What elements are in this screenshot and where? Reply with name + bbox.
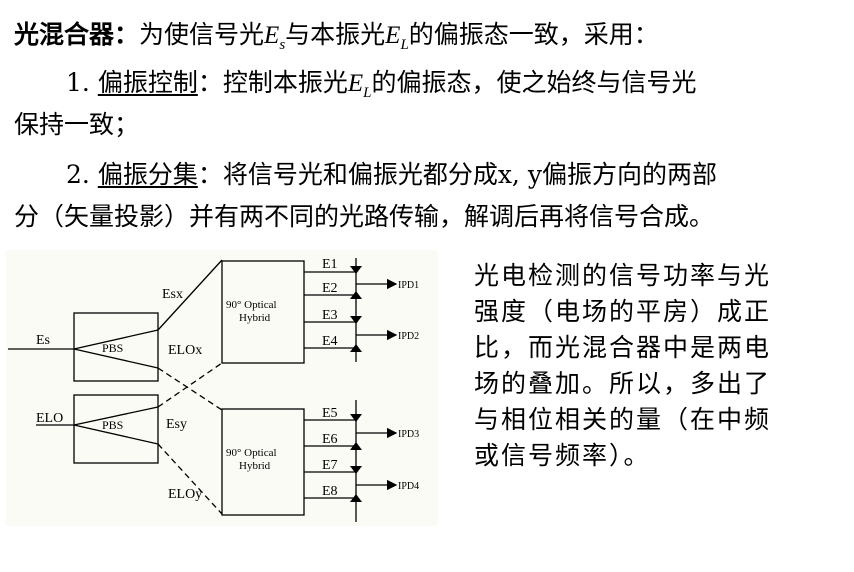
hybrid2-line2: Hybrid — [239, 460, 271, 472]
label-e8: E8 — [322, 484, 338, 499]
item1-text-2: 的偏振态，使之始终与信号光 — [371, 68, 697, 97]
item2-number: 2. — [66, 160, 90, 189]
item1-term: 偏振控制 — [97, 68, 198, 97]
label-ipd2: IPD2 — [398, 331, 419, 342]
item2-text: ：将信号光和偏振光都分成x, y偏振方向的两部 — [197, 160, 717, 189]
elox-path — [157, 362, 223, 408]
side-line: 或信号频率）。 — [474, 441, 651, 470]
label-es: Es — [36, 333, 50, 348]
label-ipd1: IPD1 — [398, 280, 419, 291]
side-line: 光电检测的信号功率与光 — [474, 261, 772, 290]
optical-hybrid-diagram: Es ELO PBS PBS Esx ELOx Esy ELOy 90° Opt… — [6, 250, 438, 526]
label-elo: ELO — [36, 411, 63, 426]
label-e2: E2 — [322, 281, 338, 296]
hybrid1-line2: Hybrid — [239, 312, 271, 324]
label-e7: E7 — [322, 458, 338, 473]
item1-number: 1. — [66, 68, 90, 97]
heading-title: 光混合器： — [14, 20, 140, 49]
label-ipd3: IPD3 — [398, 429, 419, 440]
heading-text-2: 与本振光 — [285, 20, 386, 49]
label-e1: E1 — [322, 257, 338, 272]
label-esx: Esx — [162, 287, 183, 302]
var-es: Es — [264, 22, 286, 53]
item2-term: 偏振分集 — [97, 160, 198, 189]
side-line: 比，而光混合器中是两电 — [474, 333, 772, 362]
label-e5: E5 — [322, 406, 338, 421]
esx-path — [157, 259, 223, 331]
label-esy: Esy — [166, 417, 187, 432]
hybrid1-line1: 90° Optical — [226, 299, 277, 311]
side-line: 与相位相关的量（在中频 — [474, 405, 772, 434]
photodiode-icons — [350, 266, 362, 502]
side-line: 场的叠加。所以，多出了 — [474, 369, 772, 398]
var-el-2: EL — [347, 70, 372, 101]
label-pbs-1: PBS — [102, 341, 123, 355]
label-e4: E4 — [322, 334, 338, 349]
item2-line: 2. 偏振分集：将信号光和偏振光都分成x, y偏振方向的两部 — [66, 158, 717, 192]
label-ipd4: IPD4 — [398, 481, 419, 492]
item1-text: ：控制本振光 — [197, 68, 348, 97]
side-line: 强度（电场的平房）成正 — [474, 297, 772, 326]
hybrid-box-2 — [221, 408, 305, 516]
item1-line: 1. 偏振控制：控制本振光EL的偏振态，使之始终与信号光 — [66, 66, 696, 110]
hybrid-box-1 — [221, 260, 305, 364]
var-el: EL — [385, 22, 409, 53]
item2-continuation: 分（矢量投影）并有两不同的光路传输，解调后再将信号合成。 — [14, 202, 715, 231]
label-e3: E3 — [322, 308, 338, 323]
item1-continuation: 保持一致； — [14, 110, 140, 139]
pbs-box-1 — [73, 312, 159, 382]
label-eloy: ELOy — [168, 487, 202, 502]
label-elox: ELOx — [168, 343, 202, 358]
eloy-path — [157, 443, 223, 515]
heading-text-1: 为使信号光 — [139, 20, 265, 49]
diagram-svg: Es ELO PBS PBS Esx ELOx Esy ELOy 90° Opt… — [8, 257, 419, 522]
esy-path — [157, 367, 223, 411]
side-paragraph: 光电检测的信号功率与光 强度（电场的平房）成正 比，而光混合器中是两电 场的叠加… — [474, 258, 771, 474]
heading-text-3: 的偏振态一致，采用： — [408, 20, 659, 49]
label-pbs-2: PBS — [102, 418, 123, 432]
hybrid2-line1: 90° Optical — [226, 447, 277, 459]
label-e6: E6 — [322, 432, 338, 447]
heading-line: 光混合器：为使信号光Es与本振光EL的偏振态一致，采用： — [14, 18, 659, 62]
pbs-box-2 — [73, 394, 159, 464]
